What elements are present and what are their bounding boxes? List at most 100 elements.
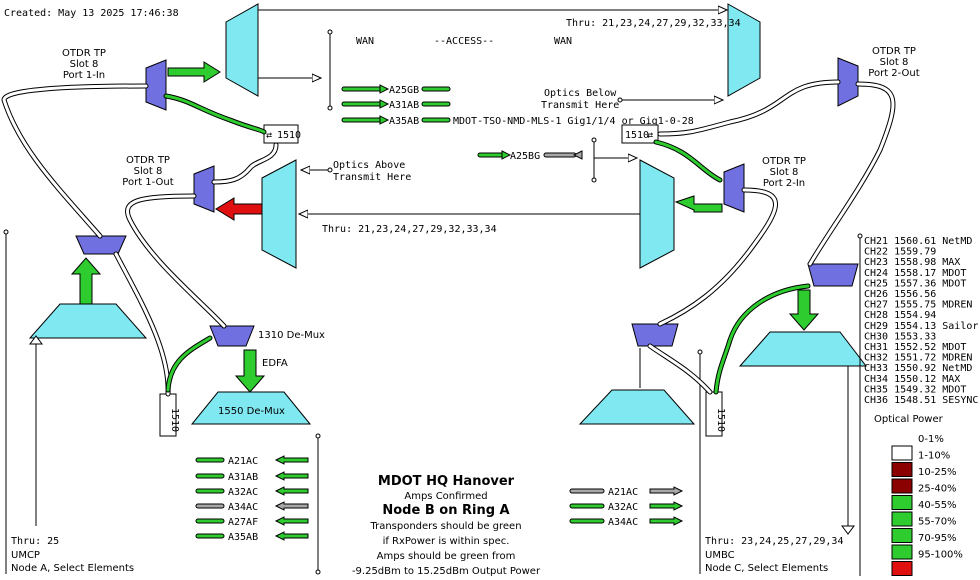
amp-port-2out[interactable] (837, 57, 859, 107)
legend-swatch (891, 528, 913, 543)
otdr-2in-l3: Port 2-In (763, 178, 805, 189)
nodeC-mux-right[interactable] (738, 331, 868, 367)
otdr-2out-l3: Port 2-Out (868, 68, 919, 79)
legend-swatch (891, 511, 913, 527)
legend-label: 70-95% (918, 533, 957, 544)
nodeC-amp-right[interactable] (807, 263, 859, 287)
filter-1510-top-left[interactable]: 1510 ⇄ (263, 124, 301, 144)
legend-label: 95-100% (918, 550, 963, 561)
svg-text:A21AC: A21AC (228, 456, 258, 467)
otdr-1in-l3: Port 1-In (63, 70, 105, 81)
legend-swatch (891, 561, 913, 576)
filter-1510-left[interactable]: 1510 (159, 393, 180, 437)
channel-entry: CH29 1554.13 Sailor (864, 321, 978, 332)
thru-mid-label: Thru: 21,23,24,27,29,32,33,34 (322, 224, 497, 235)
legend-swatch (891, 495, 913, 510)
nodeA-amp[interactable] (75, 235, 127, 255)
svg-text:A35AB: A35AB (228, 532, 258, 543)
amp-port-1out[interactable] (193, 165, 215, 213)
wan-note: MDOT-TSO-NMD-MLS-1 Gig1/1/4 or Gig1-0-28 (453, 116, 694, 127)
svg-text:⇄: ⇄ (647, 130, 653, 141)
nodeA-label1: UMCP (11, 550, 40, 561)
svg-text:A27AF: A27AF (228, 517, 258, 528)
legend-label: 1-10% (918, 451, 950, 462)
access-label: --ACCESS-- (434, 36, 494, 47)
nodeA-transponders (315, 433, 321, 575)
amp-2in-arrow (674, 195, 723, 213)
otdr-1in-l1: OTDR TP (62, 48, 106, 59)
created-timestamp: Created: May 13 2025 17:46:38 (4, 8, 179, 19)
nodeC-transponder-a34ac[interactable]: A34AC (569, 516, 684, 528)
nodeC-amp-left[interactable] (631, 323, 679, 347)
svg-text:A31AB: A31AB (228, 472, 258, 483)
center-l3: Amps should be green from (377, 551, 516, 562)
wan-left-label: WAN (356, 36, 374, 47)
nodeA-label2: Node A, Select Elements (11, 563, 134, 574)
legend-label: 25-40% (918, 484, 957, 495)
nodeC-label2: Node C, Select Elements (705, 563, 828, 574)
legend-swatch (891, 462, 913, 477)
channel-entry: CH28 1554.94 (864, 310, 936, 321)
channel-entry: CH36 1548.51 SESYNC (864, 395, 978, 406)
thru-top-label: Thru: 21,23,24,27,29,32,33,34 (566, 18, 741, 29)
legend-items: 0-1% 1-10% 10-25% 25-40% 40-55% 55-70% 70-95% 9… (891, 434, 963, 576)
otdr-2in-l2: Slot 8 (770, 167, 799, 178)
transponder-a25bg[interactable]: A25BG (477, 150, 583, 162)
svg-text:⇄: ⇄ (266, 130, 272, 141)
mid-right-mux[interactable] (639, 159, 675, 269)
center-title: MDOT HQ Hanover (378, 474, 515, 489)
channel-entry: CH34 1550.12 MAX (864, 374, 960, 385)
nodeA-transponder-a21ac[interactable]: A21AC (195, 455, 309, 467)
filter-1510-right[interactable]: 1510 (705, 391, 726, 437)
thru-left-label: Thru: 25 (11, 536, 59, 547)
legend-label: 55-70% (918, 517, 957, 528)
demux-1310-label: 1310 De-Mux (258, 330, 325, 341)
otdr-1out-l3: Port 1-Out (122, 177, 173, 188)
amp-1out-arrow (215, 197, 263, 221)
optics-below-2: Transmit Here (541, 100, 619, 111)
channel-entry: CH26 1556.56 (864, 289, 936, 300)
channel-entry: CH24 1558.17 MDOT (864, 268, 966, 279)
otdr-1out-l2: Slot 8 (134, 166, 163, 177)
channel-entry: CH21 1560.61 NetMD (864, 236, 972, 247)
top-right-mux[interactable] (727, 3, 761, 97)
demux-1310[interactable] (209, 325, 255, 347)
nodeA-transponder-a34ac[interactable]: A34AC (195, 501, 309, 513)
nodeA-mux[interactable] (28, 303, 148, 339)
svg-text:1510: 1510 (625, 130, 649, 141)
wan-transponder-a35ab[interactable]: A35AB (341, 115, 451, 127)
mid-left-mux[interactable] (261, 159, 297, 269)
nodeC-transponder-a21ac[interactable]: A21AC (569, 486, 684, 498)
legend-label: 40-55% (918, 500, 957, 511)
nodeA-transponder-a31ab[interactable]: A31AB (195, 471, 309, 483)
svg-text:A34AC: A34AC (608, 517, 638, 528)
channel-entry: CH33 1550.92 NetMD (864, 363, 972, 374)
svg-text:1510: 1510 (277, 130, 301, 141)
nodeA-transponder-a27af[interactable]: A27AF (195, 516, 309, 528)
nodeA-transponder-a32ac[interactable]: A32AC (195, 486, 309, 498)
svg-text:A34AC: A34AC (228, 502, 258, 513)
otdr-2in-l1: OTDR TP (762, 156, 806, 167)
amp-port-2in[interactable] (723, 163, 745, 213)
nodeC-mux-left[interactable] (578, 389, 696, 425)
legend-label: 0-1% (918, 434, 944, 445)
amp-port-1in[interactable] (145, 59, 167, 111)
filter-1510-top-right[interactable]: 1510 ⇄ (621, 124, 659, 144)
nodeC-transponder-a32ac[interactable]: A32AC (569, 501, 684, 513)
top-left-mux[interactable] (225, 3, 259, 97)
svg-text:A25BG: A25BG (510, 151, 540, 162)
green-fiber-paths (163, 93, 811, 395)
optics-below-1: Optics Below (544, 88, 617, 99)
nodeA-transponder-a35ab[interactable]: A35AB (195, 531, 309, 543)
legend-label: 10-25% (918, 467, 957, 478)
center-l1: Transponders should be green (369, 521, 521, 532)
otdr-1in-l2: Slot 8 (70, 59, 99, 70)
channel-entry: CH35 1549.32 MDOT (864, 384, 966, 395)
demux-1550-label: 1550 De-Mux (218, 406, 285, 417)
wan-transponder-a31ab[interactable]: A31AB (341, 99, 451, 111)
wan-transponder-a25gb[interactable]: A25GB (341, 84, 451, 96)
channel-entry: CH27 1555.75 MDREN (864, 300, 972, 311)
demux-1550[interactable] (190, 391, 312, 425)
svg-text:A31AB: A31AB (389, 100, 419, 111)
